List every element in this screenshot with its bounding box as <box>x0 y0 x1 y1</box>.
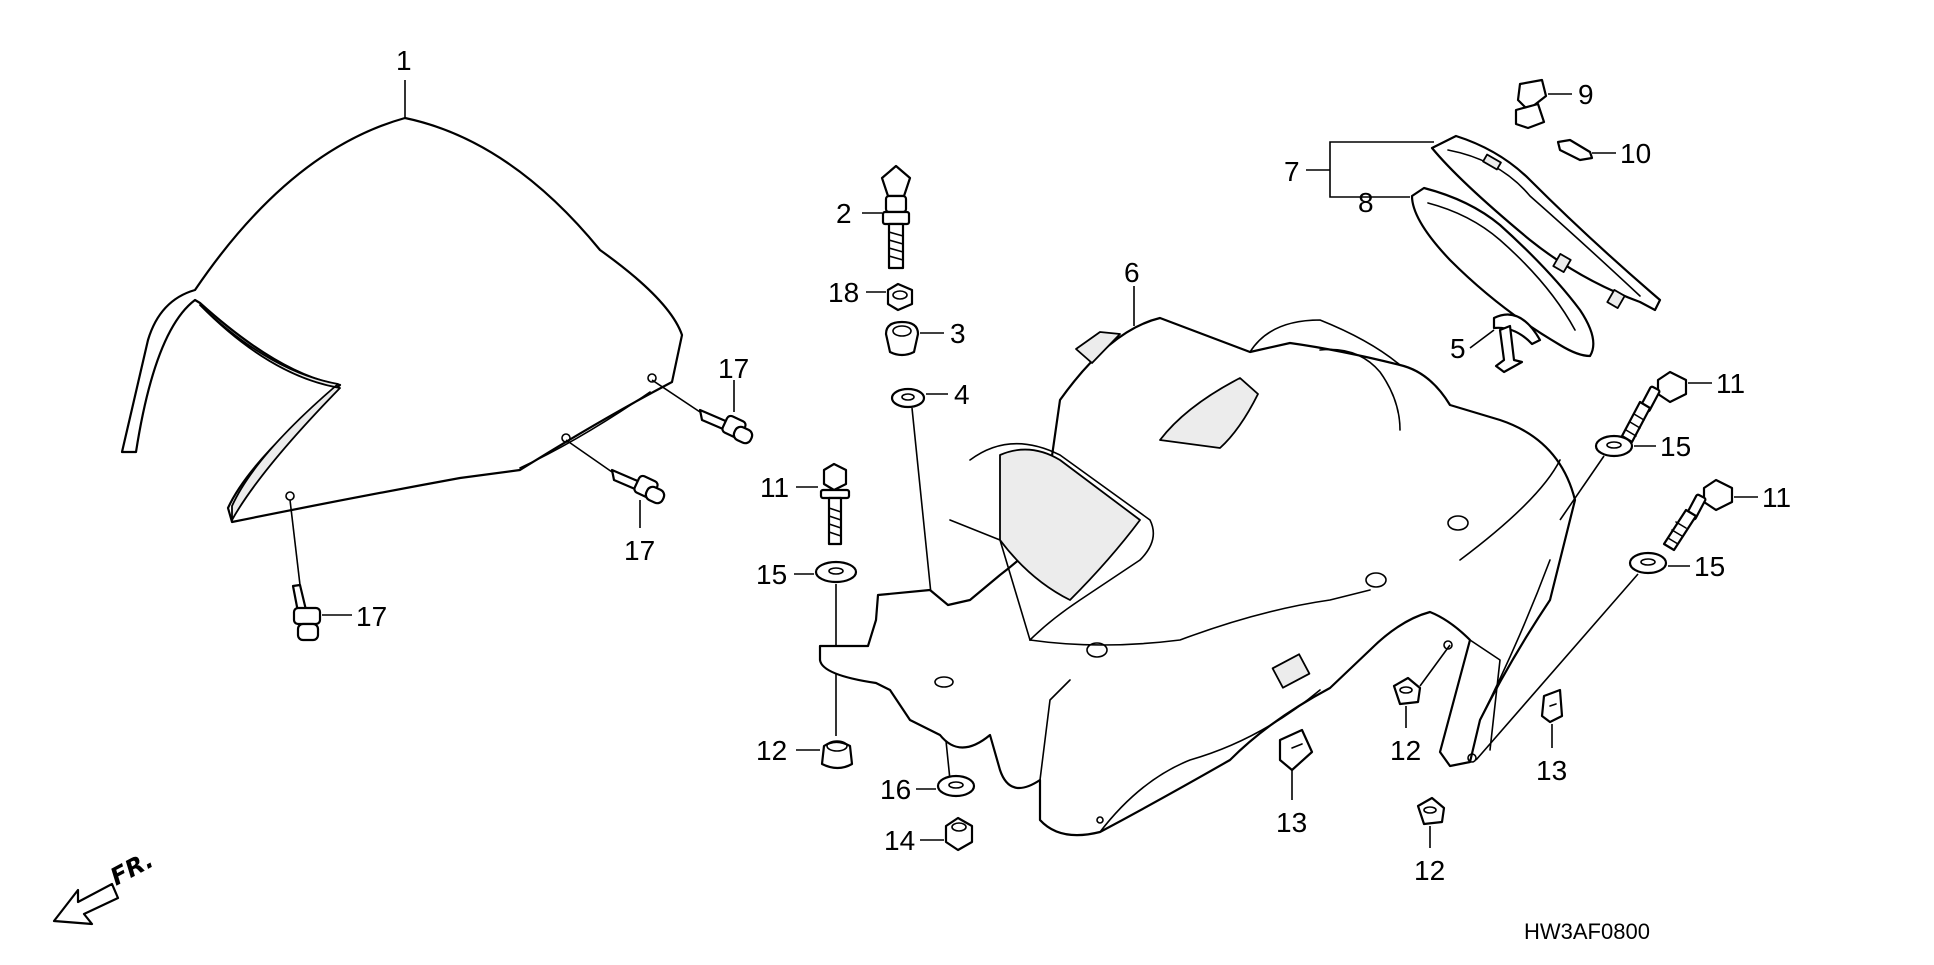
front-indicator-label: FR. <box>106 846 158 892</box>
part-9-latch <box>1514 78 1572 130</box>
callout-15-right-top: 15 <box>1660 431 1691 462</box>
callout-18: 18 <box>828 277 859 308</box>
callout-14: 14 <box>884 825 915 856</box>
part-8-seal <box>1410 186 1595 358</box>
callout-12-left: 12 <box>756 735 787 766</box>
callout-6: 6 <box>1124 257 1140 288</box>
part-17-clip-a <box>651 379 754 445</box>
callout-9: 9 <box>1578 79 1594 110</box>
callout-11-left: 11 <box>760 472 789 503</box>
front-direction-arrow: FR. <box>52 846 158 926</box>
callout-11-right-bottom: 11 <box>1762 482 1791 513</box>
part-2-stud <box>862 164 912 270</box>
callout-7: 7 <box>1284 156 1300 187</box>
callout-4: 4 <box>954 379 970 410</box>
callout-13-center: 13 <box>1276 807 1307 838</box>
callout-10: 10 <box>1620 138 1651 169</box>
callout-3: 3 <box>950 318 966 349</box>
part-17-clip-c <box>289 499 352 642</box>
part-12-nut-left <box>796 740 854 770</box>
part-13-clip-right <box>1540 688 1564 748</box>
part-3-grommet <box>884 320 944 357</box>
part-18-nut <box>866 282 914 312</box>
callout-15-right-bottom: 15 <box>1694 551 1725 582</box>
callout-17-a: 17 <box>718 353 749 384</box>
part-10-clip <box>1556 138 1616 162</box>
callout-labels: 1 2 18 3 4 17 17 17 6 7 8 9 10 5 11 15 1… <box>356 45 1791 886</box>
part-16-washer <box>916 774 976 798</box>
part-17-clip-b <box>565 439 666 528</box>
callout-5: 5 <box>1450 333 1466 364</box>
part-13-clip-center <box>1278 728 1314 800</box>
callout-1: 1 <box>396 45 412 76</box>
callout-11-right-top: 11 <box>1716 368 1745 399</box>
part-7-lid <box>1430 134 1662 312</box>
callout-16: 16 <box>880 774 911 805</box>
part-15-washer-right-bottom <box>1475 551 1690 761</box>
part-14-nut <box>920 816 974 852</box>
callout-13-right: 13 <box>1536 755 1567 786</box>
callout-8: 8 <box>1358 187 1374 218</box>
part-11-bolt-right-top <box>1620 370 1712 444</box>
part-12-clip-nut-lower <box>1416 796 1446 848</box>
part-12-clip-nut-upper <box>1392 644 1451 728</box>
callout-12-lower: 12 <box>1414 855 1445 886</box>
callout-17-b: 17 <box>624 535 655 566</box>
part-11-bolt-left <box>796 462 851 546</box>
callout-17-c: 17 <box>356 601 387 632</box>
callout-2: 2 <box>836 198 852 229</box>
callout-12-upper: 12 <box>1390 735 1421 766</box>
part-6-front-fender <box>818 286 1577 837</box>
part-5-pin <box>1469 313 1542 374</box>
callout-15-left: 15 <box>756 559 787 590</box>
part-1-front-cover <box>120 80 684 524</box>
part-15-washer-right-top <box>1559 434 1656 521</box>
bracket-7-8 <box>1306 141 1434 198</box>
part-11-bolt-right-bottom <box>1662 478 1758 552</box>
diagram-code: HW3AF0800 <box>1524 919 1650 944</box>
